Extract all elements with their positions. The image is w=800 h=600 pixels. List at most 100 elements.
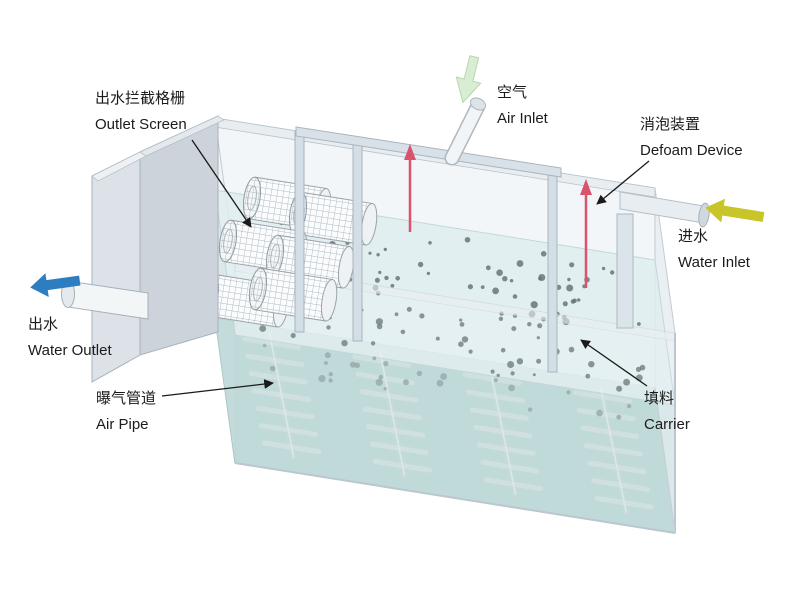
- screen-front-cap-mesh: [249, 268, 267, 310]
- label-air-inlet-zh: 空气: [497, 84, 528, 101]
- carrier-dot: [378, 270, 382, 275]
- carrier-dot: [492, 287, 499, 295]
- frame-post-middle: [352, 140, 363, 342]
- carrier-dot: [532, 373, 536, 377]
- carrier-dot: [262, 343, 267, 348]
- air-pipe-grid: [242, 330, 654, 516]
- label-water-outlet-en: Water Outlet: [28, 342, 112, 359]
- air-inlet-pipe-cap: [469, 97, 487, 111]
- carrier-dot: [419, 313, 425, 319]
- carrier-dot: [269, 365, 276, 372]
- carrier-dot: [406, 306, 412, 312]
- carrier-dot: [375, 318, 383, 326]
- carrier-dot: [390, 283, 395, 288]
- label-water-inlet-zh: 进水: [678, 228, 709, 245]
- carrier-dot: [568, 346, 575, 353]
- carrier-dot: [376, 253, 380, 257]
- carrier-dot: [318, 375, 326, 383]
- carrier-dot: [459, 318, 463, 322]
- screen-front-cap-mesh: [243, 177, 261, 219]
- carrier-dot: [616, 385, 623, 392]
- carrier-dot: [259, 325, 267, 332]
- label-outlet-screen: 出水拦截格栅 Outlet Screen: [95, 86, 187, 138]
- carrier-dot: [537, 323, 543, 329]
- screen-front-cap-ring: [223, 228, 233, 254]
- leader-defoam-device: [596, 160, 650, 205]
- air-pipe-highlight: [489, 368, 517, 495]
- carrier-dot: [395, 276, 401, 281]
- screen-front-cap-mesh: [219, 220, 237, 262]
- carrier-dot: [328, 378, 333, 383]
- carrier-dot: [610, 270, 615, 275]
- label-defoam-device: 消泡装置 Defoam Device: [640, 112, 743, 164]
- label-defoam-device-en: Defoam Device: [640, 142, 743, 159]
- carrier-dot: [516, 358, 524, 365]
- frame-post-left: [294, 130, 305, 333]
- carrier-dot: [324, 352, 331, 359]
- carrier-dot: [383, 387, 387, 391]
- carrier-dot: [384, 275, 389, 281]
- air-inlet-pipe: [446, 100, 484, 164]
- carrier-dot: [490, 369, 495, 374]
- label-outlet-screen-en: Outlet Screen: [95, 116, 187, 133]
- carrier-dot: [341, 339, 348, 347]
- carrier-dot: [496, 269, 503, 277]
- carrier-dot: [368, 251, 372, 255]
- outlet-screen-group: [200, 176, 378, 328]
- carrier-dot: [496, 373, 500, 378]
- carrier-dot: [577, 298, 581, 302]
- carrier-dot: [459, 322, 465, 327]
- carrier-dot: [349, 361, 357, 368]
- carrier-dot: [601, 266, 606, 271]
- carrier-dot: [383, 361, 389, 367]
- carrier-dot: [637, 322, 641, 326]
- carrier-dot: [500, 347, 506, 353]
- carrier-dot: [370, 341, 376, 346]
- carrier-dot: [511, 326, 517, 332]
- tank-right-bottom-edge: [654, 387, 676, 534]
- carrier-dot: [354, 362, 361, 369]
- air-pipe-highlight: [268, 332, 295, 458]
- carrier-dot: [394, 312, 399, 317]
- carrier-dot: [468, 349, 473, 354]
- carrier-dot: [508, 384, 515, 392]
- carrier-dot: [538, 277, 542, 281]
- carrier-dot: [567, 277, 571, 282]
- air-pipe-highlight: [599, 386, 628, 513]
- carrier-dot: [585, 373, 591, 379]
- defoam-device-tip-2: [580, 179, 592, 195]
- carrier-dot: [458, 341, 464, 348]
- leader-carrier: [580, 339, 648, 387]
- carrier-dot: [461, 336, 469, 343]
- carrier-dot: [536, 336, 540, 340]
- carrier-dot: [530, 301, 538, 309]
- screen-end-cap: [320, 278, 338, 322]
- carrier-dot: [400, 329, 406, 335]
- screen-front-cap-ring: [247, 185, 257, 211]
- inlet-down-pipe: [616, 213, 634, 329]
- carrier-dot: [290, 332, 296, 339]
- carrier-dot: [509, 279, 514, 283]
- carrier-dot: [440, 373, 447, 380]
- carrier-dot: [328, 372, 333, 377]
- screen-front-cap-mesh: [266, 235, 284, 277]
- carrier-dot: [498, 316, 504, 321]
- carrier-dot: [323, 361, 328, 365]
- leader-air-pipe: [161, 379, 274, 397]
- carrier-dot: [383, 247, 387, 252]
- carrier-dot: [569, 262, 575, 268]
- carrier-dot: [527, 407, 533, 412]
- carrier-dot: [485, 265, 491, 271]
- carrier-dot: [502, 276, 508, 282]
- carrier-dot: [512, 294, 518, 299]
- frame-post-right: [547, 171, 558, 373]
- label-air-inlet: 空气 Air Inlet: [497, 80, 548, 132]
- carrier-dot: [639, 364, 646, 371]
- label-air-inlet-en: Air Inlet: [497, 110, 548, 127]
- carrier-dot: [375, 378, 383, 386]
- carrier-dot: [416, 370, 423, 377]
- carrier-dot: [464, 237, 471, 243]
- carrier-dot: [326, 325, 331, 330]
